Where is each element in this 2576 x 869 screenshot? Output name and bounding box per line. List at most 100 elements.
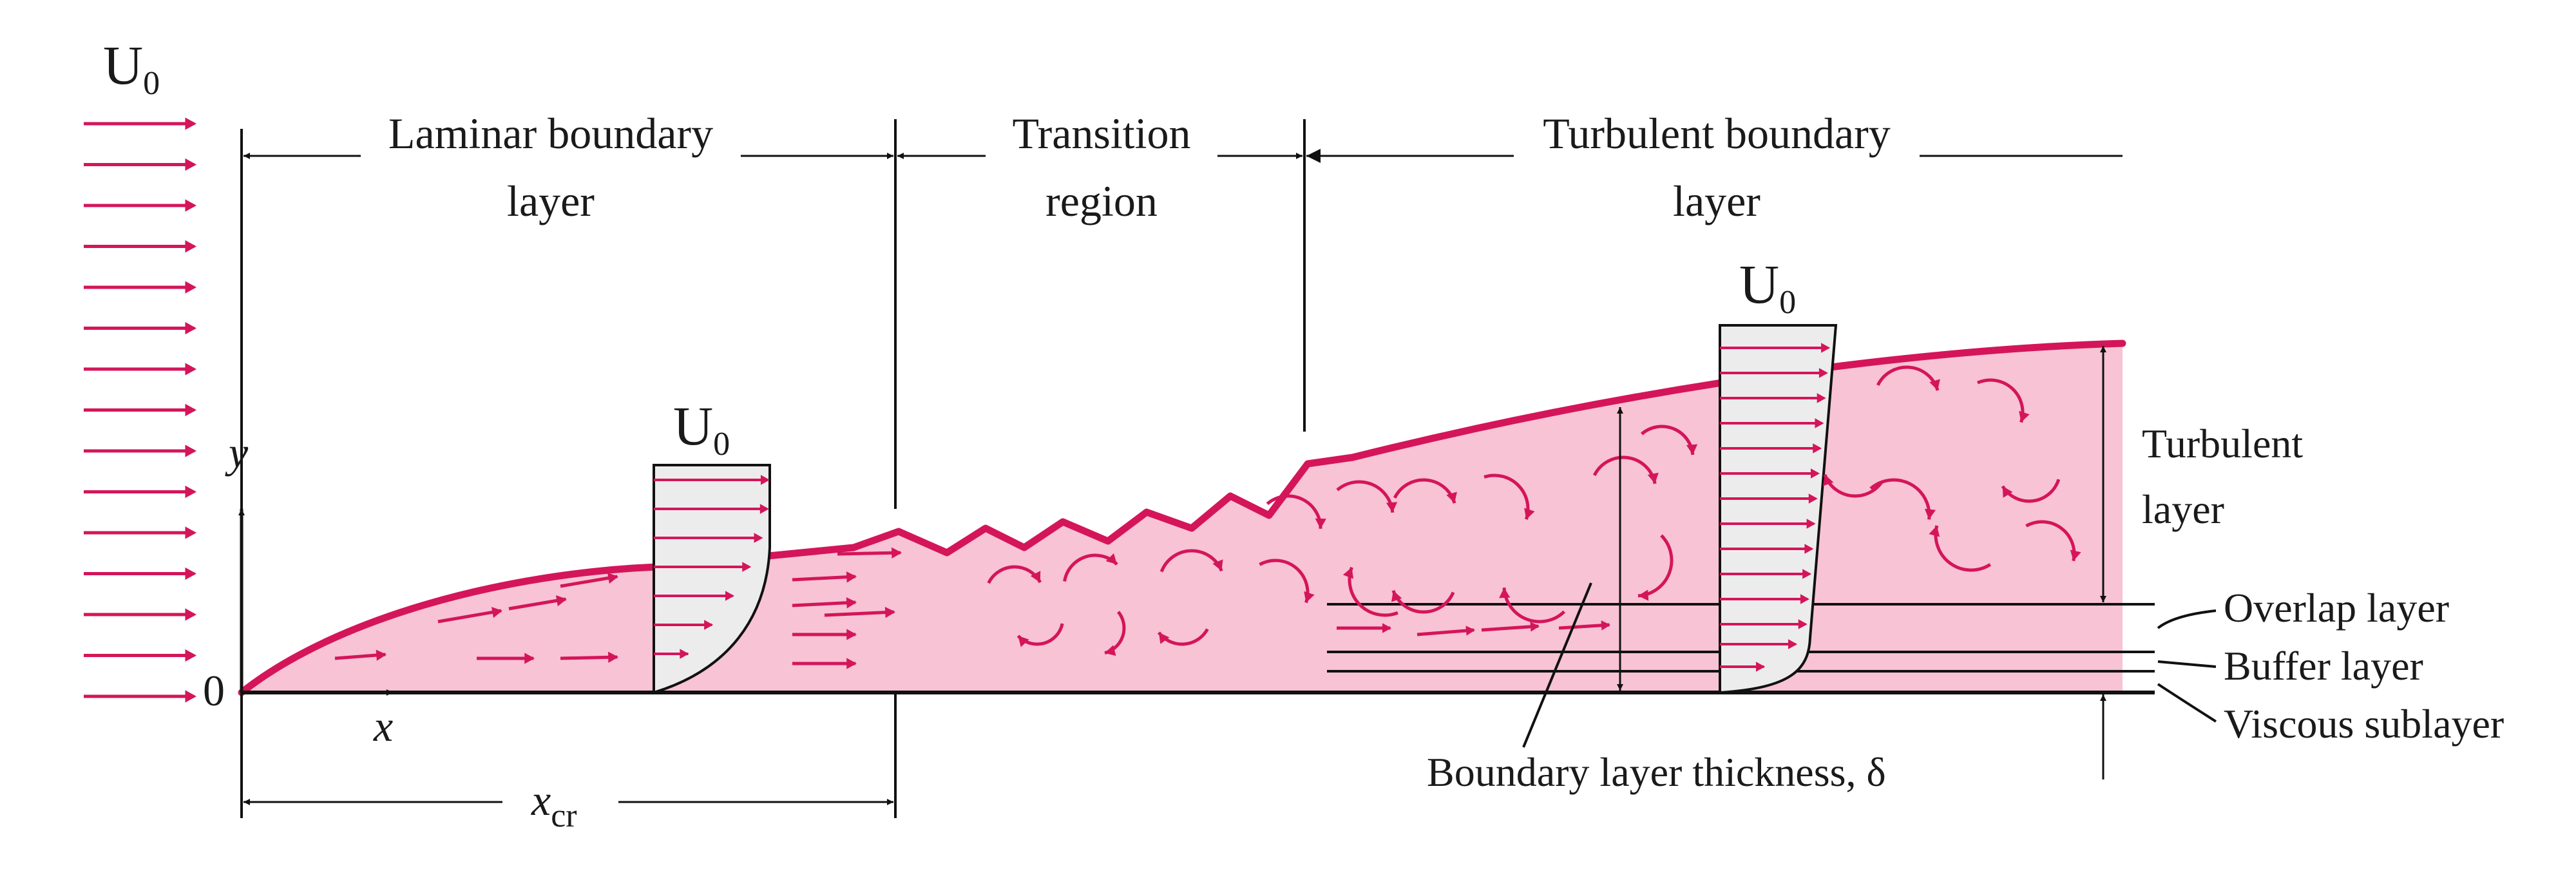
- profile-arrow: [1720, 544, 1814, 554]
- boundary-layer-region: [242, 343, 2123, 692]
- flow-arrow: [560, 573, 618, 588]
- profile-arrow: [654, 591, 734, 601]
- transition-region-label-line2: region: [1045, 177, 1158, 225]
- critical-length-label: xcr: [531, 776, 577, 834]
- freestream-arrows: [84, 117, 196, 703]
- buffer-leader: [2157, 660, 2217, 668]
- flow-arrow: [824, 607, 895, 618]
- flow-arrow: [792, 597, 857, 609]
- flow-arrow: [792, 658, 857, 669]
- turbulent-profile-arrows: [1720, 343, 1831, 672]
- eddy-arrow: [1266, 494, 1326, 529]
- profile-arrow: [1720, 662, 1765, 672]
- turbulent-region-label-line1: Turbulent boundary: [1543, 109, 1891, 158]
- eddy-arrow: [1499, 587, 1566, 624]
- eddy-arrow: [1104, 611, 1126, 656]
- eddy-arrow: [1157, 628, 1209, 646]
- laminar-profile-arrows: [654, 475, 770, 659]
- freestream-arrow: [84, 526, 196, 539]
- eddy-arrow: [1929, 525, 1992, 572]
- turbulent-velocity-profile: [1719, 324, 1838, 694]
- profile-arrow: [1720, 519, 1816, 529]
- laminar-region-label-line2: layer: [507, 177, 595, 225]
- x-axis-label: x: [373, 702, 393, 750]
- profile-arrow: [1720, 393, 1826, 403]
- laminar-region-label-line1: Laminar boundary: [388, 109, 713, 158]
- laminar-profile-velocity-label: U0: [673, 395, 730, 463]
- eddy-arrow: [1640, 425, 1698, 455]
- profile-arrow: [1720, 493, 1818, 504]
- thickness-label: Boundary layer thickness, δ: [1427, 749, 1886, 795]
- eddy-arrow: [2025, 520, 2081, 562]
- profile-arrow: [1720, 368, 1828, 378]
- buffer-layer-label: Buffer layer: [2224, 643, 2423, 689]
- profile-arrow: [654, 620, 714, 630]
- flow-arrow: [437, 607, 502, 624]
- profile-arrow: [1720, 619, 1808, 629]
- eddy-arrow: [2001, 479, 2061, 503]
- eddy-arrow: [1259, 559, 1315, 604]
- freestream-arrow: [84, 567, 196, 580]
- boundary-layer-flow-arrows: [334, 547, 902, 669]
- freestream-arrow: [84, 158, 196, 171]
- turbulent-layer-label-line2: layer: [2142, 486, 2224, 532]
- freestream-arrow: [84, 281, 196, 294]
- boundary-layer-edge: [238, 339, 2126, 696]
- freestream-arrow: [84, 199, 196, 212]
- turbulent-region-label-line2: layer: [1673, 177, 1760, 225]
- eddy-arrow: [1592, 455, 1659, 484]
- overlap-layer-label: Overlap layer: [2224, 585, 2449, 631]
- eddy-arrow: [1876, 365, 1940, 391]
- eddy-arrow: [1391, 589, 1455, 614]
- eddy-arrow: [1976, 378, 2030, 423]
- eddy-arrow: [1336, 480, 1398, 513]
- profile-arrow: [1720, 594, 1809, 604]
- flow-arrow: [560, 651, 618, 664]
- thickness-leader-line: [1522, 582, 1592, 748]
- flow-arrow: [334, 649, 386, 661]
- near-wall-arrow: [1417, 625, 1475, 636]
- near-wall-arrow: [1481, 622, 1540, 632]
- freestream-arrow: [84, 403, 196, 417]
- viscous-sublayer-label: Viscous sublayer: [2224, 701, 2504, 747]
- profile-arrow: [654, 562, 752, 572]
- profile-arrow: [654, 649, 689, 659]
- flow-arrow: [792, 571, 857, 583]
- freestream-arrow: [84, 321, 196, 335]
- profile-arrow: [654, 475, 770, 485]
- profile-arrow: [1720, 443, 1822, 454]
- eddy-arrow: [1484, 473, 1535, 520]
- freestream-arrow: [84, 649, 196, 662]
- eddy-arrow: [1063, 553, 1118, 582]
- profile-arrow: [654, 504, 769, 514]
- turbulent-profile-velocity-label: U0: [1739, 253, 1796, 321]
- turbulent-layer-label-line1: Turbulent: [2142, 421, 2303, 466]
- eddy-arrow: [1637, 534, 1674, 601]
- profile-arrow: [1720, 418, 1824, 428]
- y-axis-label: y: [225, 428, 249, 477]
- eddy-arrow: [987, 565, 1042, 584]
- eddy-arrow: [1342, 566, 1398, 617]
- freestream-velocity-label: U0: [103, 34, 160, 102]
- viscous-leader: [2157, 683, 2217, 723]
- profile-arrow: [1720, 468, 1820, 479]
- eddy-arrow: [1159, 549, 1223, 573]
- eddy-arrow: [1823, 473, 1884, 498]
- transition-region-label-line1: Transition: [1012, 109, 1190, 158]
- turbulent-eddies: [987, 365, 2081, 656]
- freestream-arrow: [84, 444, 196, 457]
- overlap-leader: [2157, 609, 2217, 629]
- freestream-arrow: [84, 608, 196, 621]
- flow-arrow: [792, 629, 857, 640]
- laminar-velocity-profile: [653, 464, 771, 694]
- profile-arrow: [654, 533, 763, 543]
- eddy-arrow: [1393, 478, 1457, 504]
- freestream-arrow: [84, 363, 196, 376]
- profile-arrow: [1720, 639, 1797, 649]
- near-wall-arrow: [1337, 623, 1391, 633]
- freestream-arrow: [84, 240, 196, 253]
- near-wall-arrow: [1558, 620, 1610, 631]
- flow-arrow: [477, 653, 535, 664]
- eddy-arrow: [1016, 623, 1064, 647]
